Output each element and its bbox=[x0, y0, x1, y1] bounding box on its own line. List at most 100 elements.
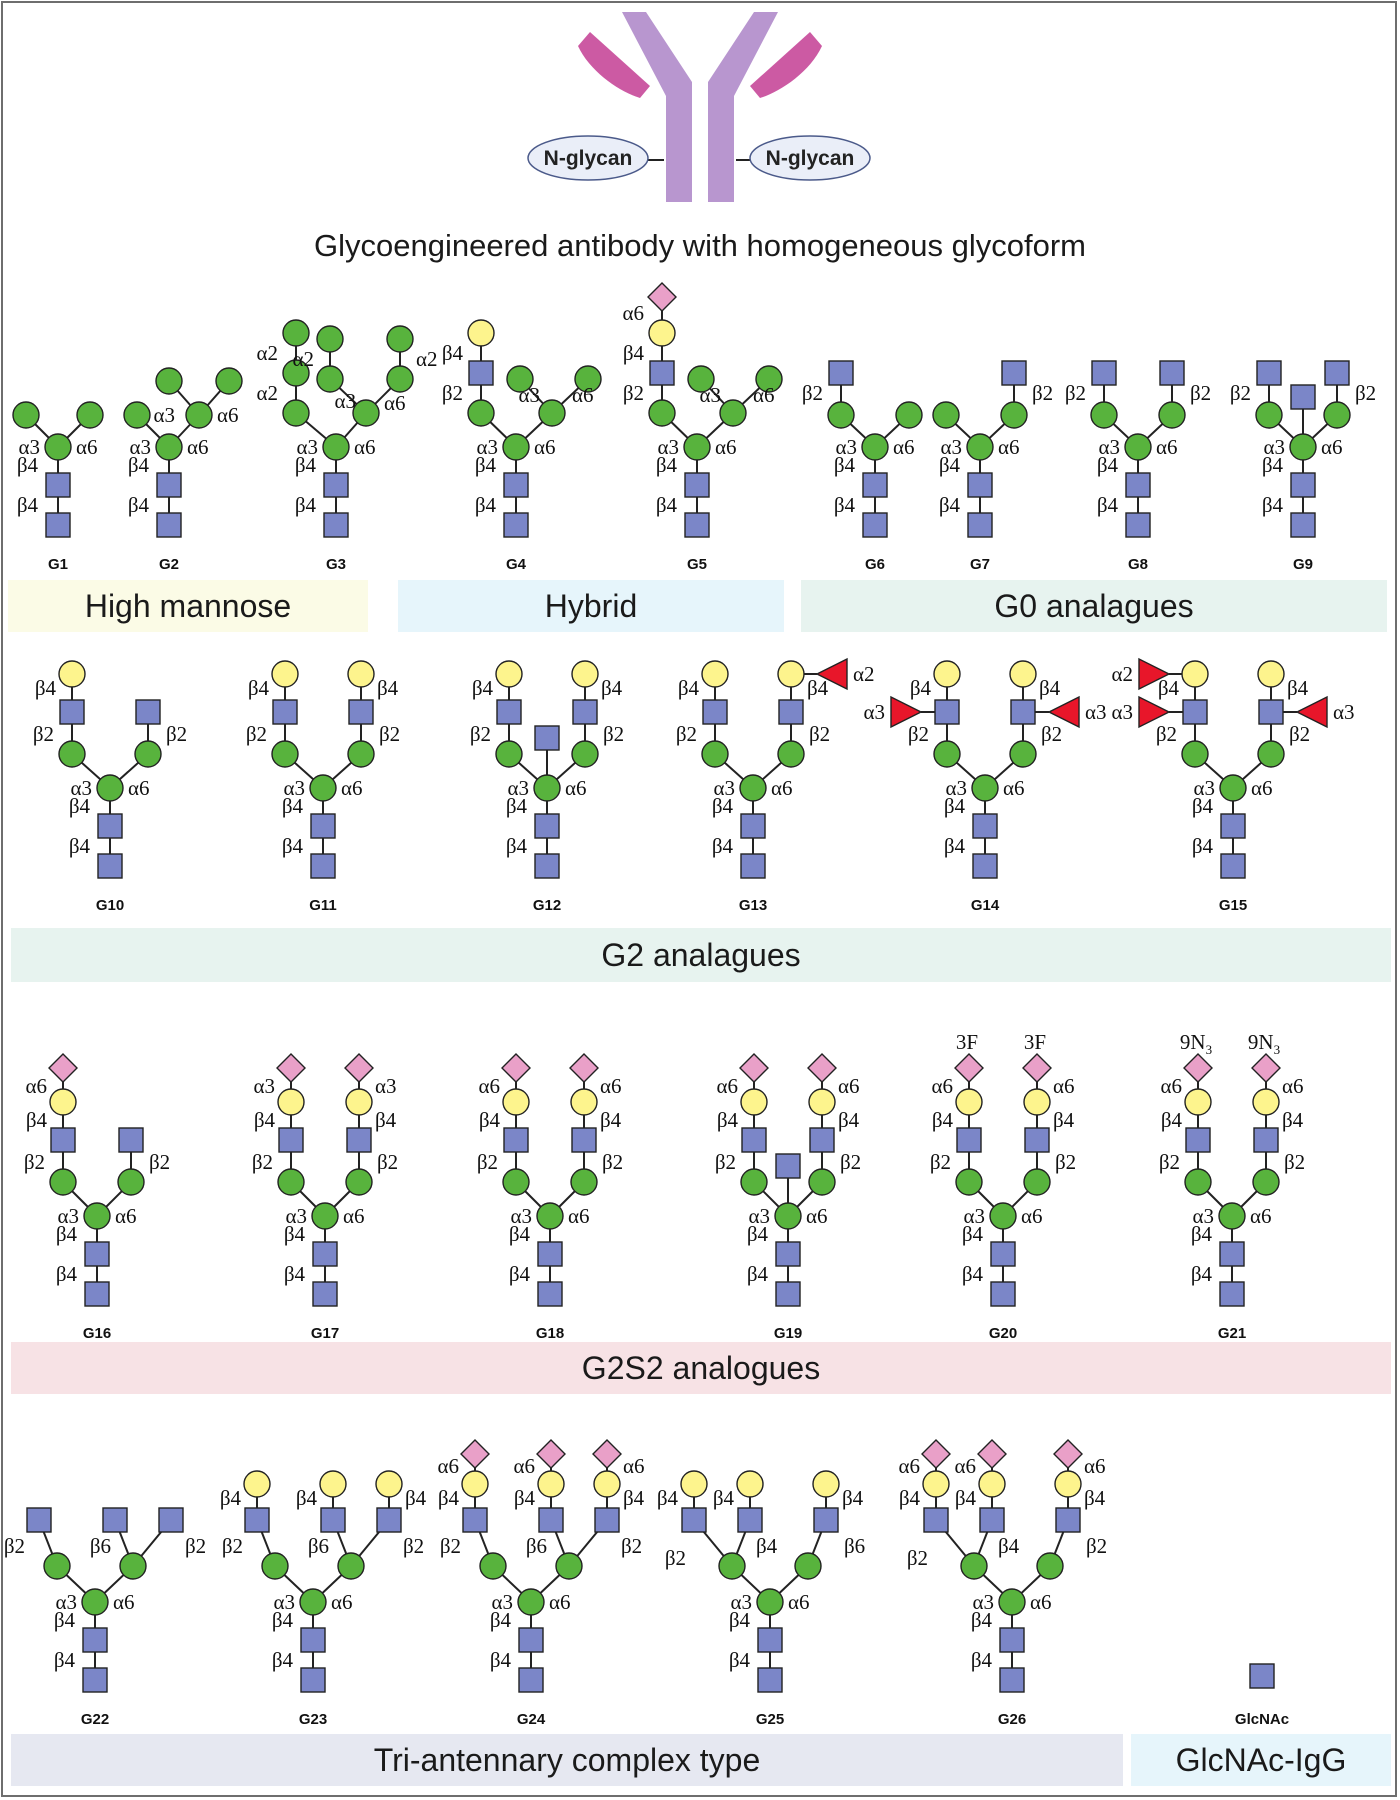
mannose-circle bbox=[1023, 1168, 1051, 1196]
glcnac-square bbox=[999, 1667, 1025, 1693]
mannose-circle bbox=[386, 325, 414, 353]
galactose-circle bbox=[58, 660, 86, 688]
section-band-g2s2: G2S2 analogues bbox=[11, 1342, 1391, 1394]
linkage-label: β2 bbox=[1284, 1150, 1305, 1174]
linkage-label: 9N3 bbox=[1180, 1030, 1212, 1057]
mannose-circle bbox=[352, 399, 380, 427]
glycan-id-label: G26 bbox=[998, 1711, 1026, 1728]
glcnac-square bbox=[1249, 1663, 1275, 1689]
glcnac-square bbox=[571, 1127, 597, 1153]
mannose-circle bbox=[687, 365, 715, 393]
linkage-label: β4 bbox=[1097, 453, 1119, 477]
linkage-label: α6 bbox=[623, 1454, 645, 1478]
linkage-label: β4 bbox=[601, 676, 623, 700]
linkage-label: β4 bbox=[248, 676, 270, 700]
sialic-acid-diamond bbox=[344, 1053, 374, 1083]
glycan-id-label: G11 bbox=[309, 897, 337, 914]
linkage-label: α6 bbox=[838, 1074, 860, 1098]
linkage-label: β4 bbox=[932, 1108, 954, 1132]
mannose-circle bbox=[989, 1202, 1017, 1230]
linkage-label: β4 bbox=[506, 794, 528, 818]
linkage-label: α6 bbox=[478, 1074, 500, 1098]
linkage-label: β4 bbox=[69, 794, 91, 818]
linkage-label: α6 bbox=[788, 1590, 810, 1614]
glcnac-square bbox=[503, 512, 529, 538]
mannose-circle bbox=[1181, 740, 1209, 768]
glcnac-square bbox=[828, 360, 854, 386]
linkage-label: β2 bbox=[185, 1534, 206, 1558]
mannose-circle bbox=[43, 1552, 71, 1580]
galactose-circle bbox=[271, 660, 299, 688]
mannose-circle bbox=[1255, 401, 1283, 429]
glcnac-square bbox=[346, 1127, 372, 1153]
linkage-label: α2 bbox=[256, 341, 278, 365]
mannose-circle bbox=[719, 399, 747, 427]
linkage-label: β4 bbox=[254, 1108, 276, 1132]
linkage-label: β4 bbox=[899, 1486, 921, 1510]
glcnac-square bbox=[1324, 360, 1350, 386]
linkage-label: β2 bbox=[1041, 722, 1062, 746]
mannose-circle bbox=[277, 1168, 305, 1196]
linkage-label: β4 bbox=[747, 1262, 769, 1286]
glycan-id-label: G20 bbox=[989, 1325, 1017, 1342]
linkage-label: α6 bbox=[806, 1204, 828, 1228]
linkage-label: β4 bbox=[282, 834, 304, 858]
mannose-circle bbox=[479, 1552, 507, 1580]
fucose-triangle bbox=[1047, 695, 1080, 729]
mannose-circle bbox=[49, 1168, 77, 1196]
linkage-label: α3 bbox=[1098, 435, 1120, 459]
mannose-circle bbox=[119, 1552, 147, 1580]
mannose-circle bbox=[347, 740, 375, 768]
linkage-label: α3 bbox=[835, 435, 857, 459]
glcnac-square bbox=[1256, 360, 1282, 386]
linkage-label: α3 bbox=[657, 435, 679, 459]
mannose-circle bbox=[282, 399, 310, 427]
galactose-circle bbox=[495, 660, 523, 688]
glcnac-square bbox=[702, 699, 728, 725]
linkage-label: α2 bbox=[416, 347, 438, 371]
mannose-circle bbox=[683, 433, 711, 461]
section-band-tri-antennary: Tri-antennary complex type bbox=[11, 1734, 1123, 1786]
linkage-label: α3 bbox=[699, 383, 721, 407]
glycan-id-label: G1 bbox=[48, 556, 68, 573]
linkage-label: α6 bbox=[572, 383, 594, 407]
linkage-label: β2 bbox=[1055, 1150, 1076, 1174]
linkage-label: β4 bbox=[509, 1262, 531, 1286]
glcnac-square bbox=[323, 472, 349, 498]
mannose-circle bbox=[1000, 401, 1028, 429]
glcnac-square bbox=[320, 1507, 346, 1533]
section-band-high-mannose: High mannose bbox=[8, 580, 368, 632]
linkage-label: β4 bbox=[1192, 794, 1214, 818]
glcnac-square bbox=[348, 699, 374, 725]
antibody-heavy-chain-right bbox=[708, 12, 778, 202]
glcnac-square bbox=[518, 1627, 544, 1653]
mannose-circle bbox=[777, 740, 805, 768]
mannose-circle bbox=[895, 401, 923, 429]
linkage-label: α6 bbox=[343, 1204, 365, 1228]
glcnac-square bbox=[272, 699, 298, 725]
mannose-circle bbox=[502, 1168, 530, 1196]
sialic-acid-diamond bbox=[807, 1053, 837, 1083]
glcnac-square bbox=[496, 699, 522, 725]
glycan-id-label: G22 bbox=[81, 1711, 109, 1728]
galactose-circle bbox=[978, 1470, 1006, 1498]
linkage-label: β4 bbox=[717, 1108, 739, 1132]
glycan-id-label: G21 bbox=[1218, 1325, 1246, 1342]
linkage-label: β4 bbox=[375, 1108, 397, 1132]
glcnac-square bbox=[775, 1153, 801, 1179]
glycan-id-label: G17 bbox=[311, 1325, 339, 1342]
antibody-heavy-chain-left bbox=[622, 12, 692, 202]
linkage-label: α6 bbox=[622, 301, 644, 325]
linkage-label: β2 bbox=[252, 1150, 273, 1174]
galactose-circle bbox=[243, 1470, 271, 1498]
linkage-label: α3 bbox=[1085, 700, 1107, 724]
linkage-label: β4 bbox=[1158, 676, 1180, 700]
glycan-id-label: GlcNAc bbox=[1235, 1711, 1289, 1728]
linkage-label: α6 bbox=[568, 1204, 590, 1228]
linkage-label: β4 bbox=[475, 493, 497, 517]
glcnac-square bbox=[1258, 699, 1284, 725]
linkage-label: β4 bbox=[842, 1486, 864, 1510]
glcnac-square bbox=[999, 1627, 1025, 1653]
linkage-label: α3 bbox=[972, 1590, 994, 1614]
